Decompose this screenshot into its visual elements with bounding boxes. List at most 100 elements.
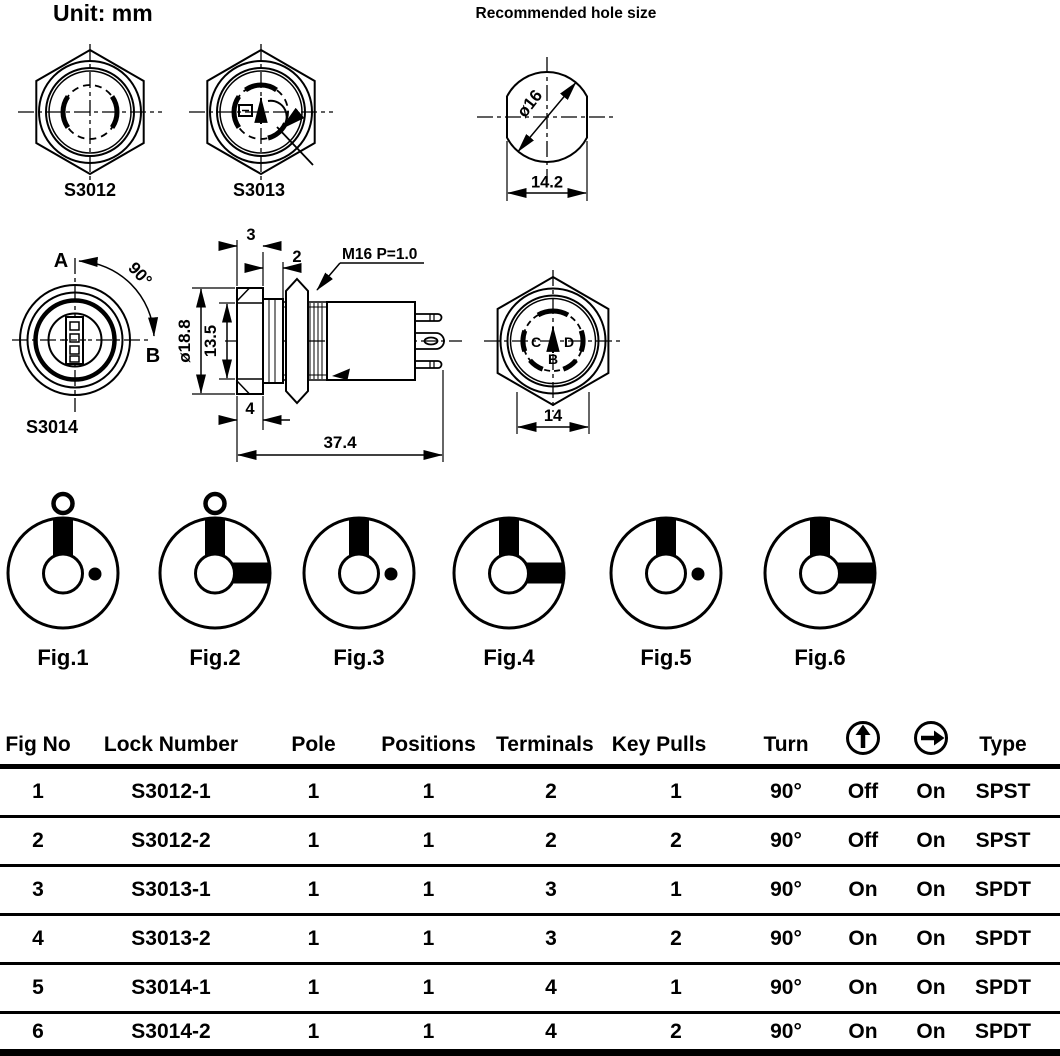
terminal-b-label: B [548,351,558,367]
removable-key-circle [51,491,75,516]
head-flange [236,287,264,395]
cell-pole: 1 [266,914,361,965]
header-type: Type [962,700,1060,769]
cell-terminals: 3 [496,865,606,916]
cell-state-turned: On [900,963,962,1014]
side-view: 3 2 M16 P=1.0 ø18.8 13.5 4 37.4 [175,226,462,462]
header-key-pulls: Key Pulls [606,700,746,769]
dim-bezel-label: 13.5 [202,325,220,357]
header-key-upright [826,700,900,769]
removable-key-circle [203,491,227,516]
cell-terminals: 3 [496,914,606,965]
cell-pole: 1 [266,865,361,916]
figure-label: Fig.6 [794,645,845,670]
figure-6: Fig.6 [763,516,877,670]
cell-state-up: On [826,1012,900,1056]
cell-fig-no: 2 [0,816,76,867]
figure-4: Fig.4 [452,516,566,670]
dim-panel-label: 4 [245,400,255,418]
cell-key-pulls: 1 [606,865,746,916]
spec-table: Fig No Lock Number Pole Positions Termin… [0,700,1060,1056]
cell-state-up: Off [826,816,900,867]
cell-key-pulls: 1 [606,963,746,1014]
terminals [415,313,445,369]
cell-state-turned: On [900,914,962,965]
cell-lock-number: S3013-2 [76,914,266,965]
dim-head-diameter-label: ø18.8 [175,319,194,362]
thread-spec-label: M16 P=1.0 [342,246,417,263]
cell-positions: 1 [361,865,496,916]
circle-up-arrow-icon [846,721,880,755]
hole-size-title: Recommended hole size [476,5,657,22]
cell-terminals: 2 [496,816,606,867]
washer [262,298,284,384]
cell-lock-number: S3012-2 [76,816,266,867]
cell-key-pulls: 2 [606,1012,746,1056]
header-positions: Positions [361,700,496,769]
figure-1: Fig.1 [6,491,120,670]
cell-type: SPDT [962,914,1060,965]
cell-fig-no: 1 [0,766,76,818]
cell-type: SPDT [962,963,1060,1014]
cell-positions: 1 [361,766,496,818]
cell-turn: 90° [746,865,826,916]
cell-turn: 90° [746,766,826,818]
figure-label: Fig.5 [640,645,691,670]
dim-across-flats-label: 14 [544,407,563,425]
terminal-d-label: D [564,334,574,350]
table-row: 2 S3012-2 1 1 2 2 90° Off On SPST [0,816,1060,867]
cell-positions: 1 [361,1012,496,1056]
header-fig-no: Fig No [0,700,76,769]
pointer-line [276,126,314,166]
diameter-dim-line [517,81,577,153]
cell-lock-number: S3014-2 [76,1012,266,1056]
dim-lip-label: 3 [246,226,255,244]
stop-dot [88,567,102,581]
turn-arrow [267,99,305,130]
table-header-row: Fig No Lock Number Pole Positions Termin… [0,700,1060,769]
cell-terminals: 4 [496,963,606,1014]
figure-label: Fig.2 [189,645,240,670]
spec-table-section: Fig No Lock Number Pole Positions Termin… [0,700,1060,1056]
dim-washer-label: 2 [292,248,301,266]
key-glyph [238,104,253,117]
cell-pole: 1 [266,766,361,818]
cell-fig-no: 3 [0,865,76,916]
terminal-c-label: C [531,334,541,350]
cell-fig-no: 6 [0,1012,76,1056]
cell-lock-number: S3013-1 [76,865,266,916]
cell-state-turned: On [900,816,962,867]
hole-diameter-label: ø16 [513,86,546,121]
cell-key-pulls: 2 [606,914,746,965]
cell-lock-number: S3014-1 [76,963,266,1014]
figure-2: Fig.2 [158,491,272,670]
keylock-datasheet-drawing: Unit: mm S3012 S3013 Recommended hole si… [6,0,877,670]
cell-pole: 1 [266,963,361,1014]
table-row: 3 S3013-1 1 1 3 1 90° On On SPDT [0,865,1060,916]
header-turn: Turn [746,700,826,769]
cell-turn: 90° [746,816,826,867]
s3013-label: S3013 [233,180,285,200]
cell-pole: 1 [266,816,361,867]
cell-key-pulls: 2 [606,816,746,867]
cell-turn: 90° [746,1012,826,1056]
angle-label: 90° [124,258,156,290]
cell-state-up: On [826,914,900,965]
front-view-s3013: S3013 [189,44,333,200]
figure-3: Fig.3 [302,516,416,670]
rear-view: C D B 14 [484,270,622,434]
circle-right-arrow-icon [914,721,948,755]
cell-pole: 1 [266,1012,361,1056]
cell-type: SPDT [962,1012,1060,1056]
front-view-s3014: A B 90° S3014 [12,250,160,437]
cell-fig-no: 4 [0,914,76,965]
key-slot [62,316,88,365]
header-lock-number: Lock Number [76,700,266,769]
figure-label: Fig.3 [333,645,384,670]
cell-state-turned: On [900,1012,962,1056]
hex-nut-outline [206,48,316,176]
cell-state-up: On [826,963,900,1014]
cell-positions: 1 [361,914,496,965]
double-d-hole-outline [506,71,588,163]
unit-label: Unit: mm [53,0,153,26]
